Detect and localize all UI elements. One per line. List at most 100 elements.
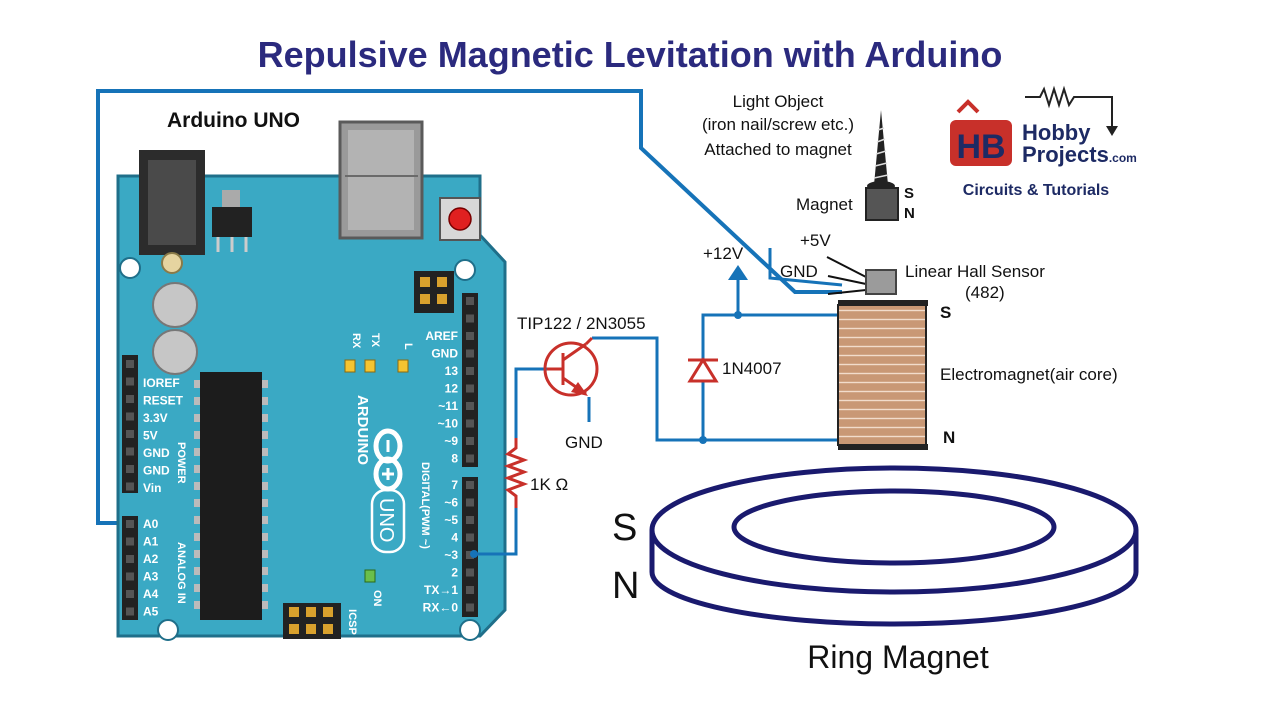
feedback-wire — [96, 89, 842, 525]
header-pin — [466, 533, 474, 542]
on-led — [364, 569, 376, 583]
svg-text:(iron nail/screw etc.): (iron nail/screw etc.) — [702, 115, 854, 134]
power-header-title: POWER — [175, 442, 187, 484]
chip-pin — [262, 482, 268, 490]
header-pin — [126, 520, 134, 528]
wire-d3-to-resistor — [474, 508, 518, 556]
chip-pin — [262, 516, 268, 524]
magnet-s-label: S — [904, 185, 914, 202]
resistor-symbol — [503, 438, 529, 508]
pin-label: 3.3V — [143, 411, 168, 425]
plus12v-label: +12V — [703, 244, 744, 263]
pin-label: AREF — [425, 329, 458, 343]
diode-symbol — [687, 357, 719, 383]
icsp-header-top — [414, 271, 454, 313]
l-led-label: L — [402, 343, 414, 350]
pin-label: IOREF — [143, 376, 180, 390]
ring-magnet — [649, 465, 1139, 627]
magnet-n-label: N — [904, 205, 915, 222]
wire-resistor-to-base — [514, 367, 547, 438]
header-pin — [466, 551, 474, 559]
chip-pin — [194, 397, 200, 405]
chip-pin — [262, 448, 268, 456]
header-pin — [126, 360, 134, 368]
pin-label: RESET — [143, 394, 184, 408]
pin-label: ~9 — [444, 434, 458, 448]
arduino-logo: ARDUINO UNO — [354, 395, 406, 554]
hall-sensor-label: Linear Hall Sensor — [905, 262, 1045, 281]
wire-hall-5v — [768, 248, 843, 287]
logo-tagline: Circuits & Tutorials — [963, 182, 1109, 199]
chip-pins — [194, 380, 268, 609]
chip-pin — [194, 414, 200, 422]
chip-pin — [194, 533, 200, 541]
pin-label: GND — [143, 446, 170, 460]
coil-s-label: S — [940, 303, 951, 322]
pin-label: 4 — [451, 531, 458, 545]
header-pin — [126, 377, 134, 386]
header-pin — [466, 297, 474, 305]
hall-gnd-label: GND — [780, 262, 818, 281]
header-pin — [466, 498, 474, 507]
pin-label: TX→1 — [424, 583, 458, 597]
header-pin — [126, 607, 134, 616]
pin-label: 2 — [451, 566, 458, 580]
chip-pin — [194, 601, 200, 609]
chip-pin — [262, 567, 268, 575]
ring-magnet-label: Ring Magnet — [807, 639, 989, 675]
plus5v-label: +5V — [800, 231, 831, 250]
header-pin — [466, 314, 474, 323]
ring-s-label: S — [612, 507, 637, 549]
rx-led — [344, 359, 356, 373]
on-led-label: ON — [371, 590, 383, 607]
chip-pin — [262, 397, 268, 405]
wire-12v-to-coil — [701, 313, 840, 440]
logo-line1: Hobby — [1022, 120, 1091, 145]
coil-n-label: N — [943, 428, 955, 447]
tx-led-label: TX — [369, 333, 381, 348]
header-pin — [466, 349, 474, 358]
header-pin — [466, 437, 474, 445]
ring-n-label: N — [612, 565, 639, 607]
tx-led — [364, 359, 376, 373]
header-pin — [126, 395, 134, 403]
header-pin — [466, 402, 474, 410]
pin-label: A1 — [143, 535, 159, 549]
header-pin — [466, 481, 474, 489]
pin-label: A0 — [143, 517, 159, 531]
digital-header-bottom — [462, 477, 478, 617]
pin-label: 13 — [445, 364, 459, 378]
pin-label: 12 — [445, 382, 459, 396]
chip-pin — [262, 380, 268, 388]
pin-label: 5V — [143, 429, 158, 443]
icsp-label: ICSP — [346, 609, 358, 635]
header-pin — [126, 555, 134, 563]
permanent-magnet — [865, 187, 899, 221]
page-title: Repulsive Magnetic Levitation with Ardui… — [258, 34, 1003, 75]
plus12v-arrow — [728, 265, 748, 280]
chip-pin — [194, 482, 200, 490]
hall-sensor-body — [865, 269, 897, 295]
chip-pin — [194, 584, 200, 592]
header-pin — [466, 367, 474, 375]
wire-collector-to-coil — [592, 336, 840, 442]
header-pin — [126, 590, 134, 598]
pin-label: A5 — [143, 605, 159, 619]
analog-header-title: ANALOG IN — [175, 542, 187, 604]
pin-label: GND — [431, 347, 458, 361]
arduino-model-text: UNO — [375, 498, 397, 542]
svg-text:Light Object: Light Object — [733, 92, 824, 111]
pin-label: ~3 — [444, 548, 458, 562]
l-led — [397, 359, 409, 373]
circuit-wires — [474, 248, 843, 556]
pin-label: RX←0 — [423, 601, 459, 615]
pin-label: GND — [143, 464, 170, 478]
hall-sensor-leads — [826, 256, 867, 295]
chip-pin — [194, 567, 200, 575]
pin-label: Vin — [143, 481, 161, 495]
arduino-board: ICSP RX TX L ON ARDUINO UNO — [116, 120, 507, 641]
diode-label: 1N4007 — [722, 359, 782, 378]
pin-label: 7 — [451, 478, 458, 492]
